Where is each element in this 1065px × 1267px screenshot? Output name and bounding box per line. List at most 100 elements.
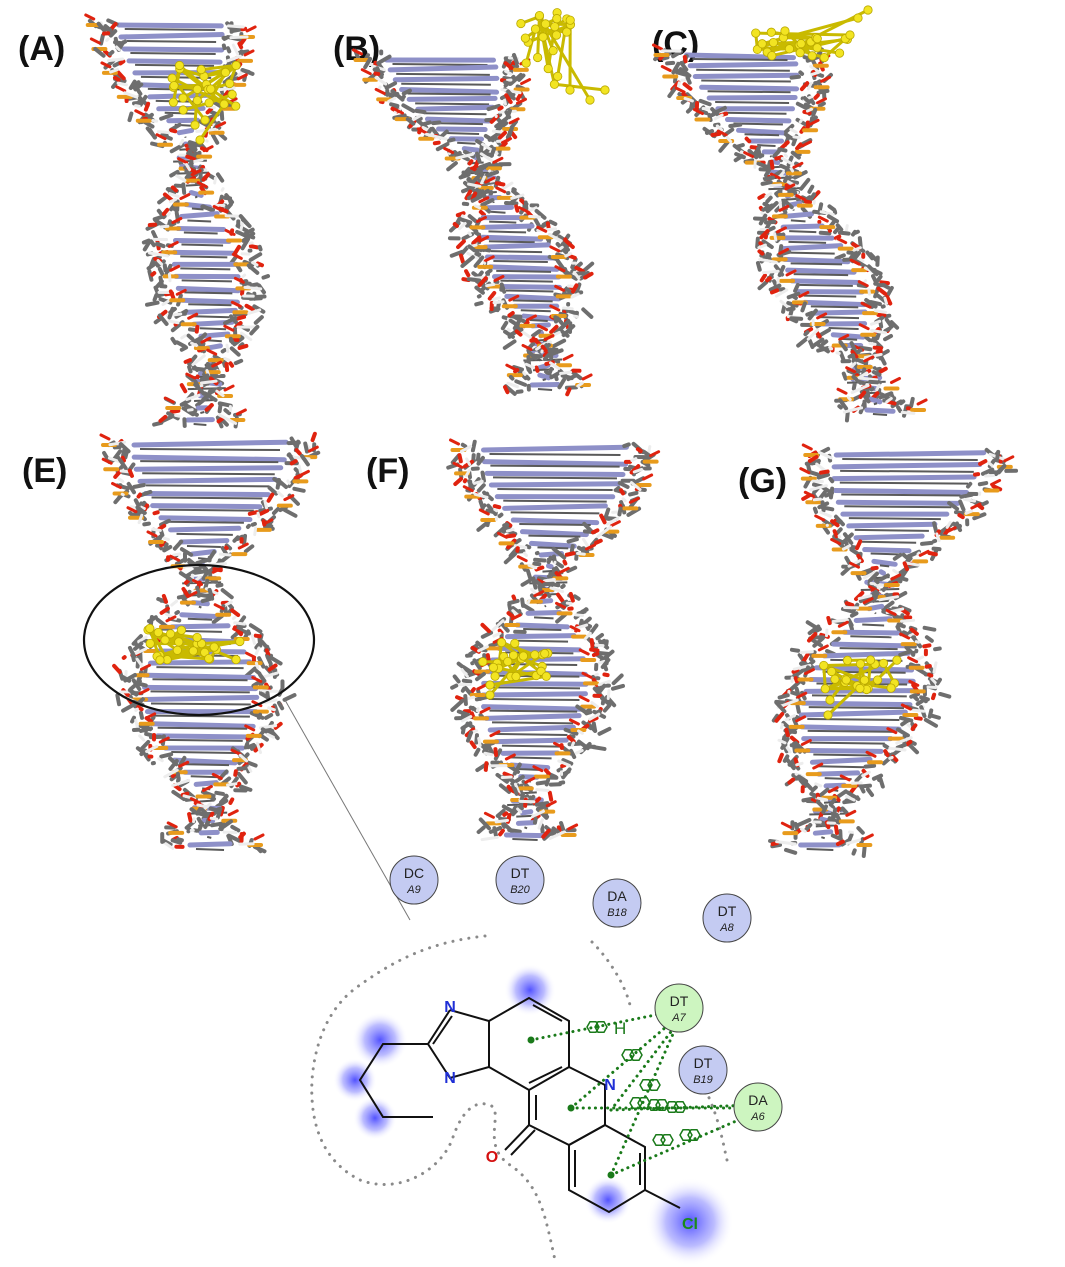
base-pair <box>810 309 868 316</box>
oxygen-bond <box>467 159 474 166</box>
backbone-bond <box>240 217 252 229</box>
base-edge <box>813 753 876 757</box>
base-pair <box>770 159 781 166</box>
phosphate-oxygen <box>206 348 218 356</box>
backbone-bond <box>171 789 186 801</box>
pocket-contour-top <box>590 940 632 1007</box>
oxygen-bond <box>931 692 937 701</box>
hydrogen <box>151 527 162 532</box>
oxygen-bond <box>826 615 832 626</box>
backbone-bond <box>553 231 559 237</box>
ligand-atom <box>176 625 187 635</box>
oxygen-bond <box>924 664 932 669</box>
residue-circle <box>654 983 704 1033</box>
hydrogen <box>809 64 819 73</box>
backbone-bond <box>548 219 558 227</box>
base-pair <box>699 84 800 92</box>
hydrogen <box>503 98 507 106</box>
ligand-g <box>819 655 902 720</box>
phosphate-oxygen <box>478 196 490 204</box>
backbone-bond <box>671 61 681 75</box>
backbone-bond <box>450 683 459 690</box>
oxygen-bond <box>228 361 235 368</box>
phosphate-oxygen <box>808 118 820 126</box>
oxygen-bond <box>113 469 123 479</box>
backbone-bond <box>236 627 252 636</box>
base-edge <box>819 316 860 320</box>
hydrogen <box>506 327 511 332</box>
backbone-bond <box>600 532 614 540</box>
pi-stack-icon <box>652 1134 674 1146</box>
base-edge <box>808 706 904 710</box>
backbone-bond <box>534 579 545 589</box>
backbone-bond <box>554 358 561 365</box>
oxygen-bond <box>483 761 489 772</box>
oxygen-bond <box>150 271 157 277</box>
base-pair <box>846 521 938 529</box>
base-edge <box>176 532 233 536</box>
oxygen-bond <box>253 633 262 639</box>
hydrogen <box>570 741 576 747</box>
hydrogen <box>780 156 794 166</box>
backbone-bond <box>883 326 892 333</box>
base-pair <box>514 622 570 630</box>
backbone-bond <box>488 826 503 834</box>
backbone-bond <box>507 602 513 616</box>
backbone-bond <box>805 462 812 475</box>
ligand-atom <box>855 683 865 693</box>
backbone-bond <box>249 282 260 288</box>
hydrogen <box>888 746 907 752</box>
hydrogen <box>809 484 828 492</box>
backbone-bond <box>169 143 185 154</box>
ligand-atom <box>478 657 488 667</box>
base-pair <box>519 529 589 538</box>
backbone-bond <box>233 358 244 366</box>
hydrogen <box>223 357 231 362</box>
backbone-bond <box>597 683 607 695</box>
hydrogen <box>878 595 900 602</box>
phosphate-oxygen <box>146 530 158 538</box>
backbone-bond <box>808 651 814 657</box>
backbone-bond <box>838 398 849 411</box>
backbone-bond <box>519 803 524 811</box>
backbone-bond <box>160 133 173 141</box>
hydrogen <box>467 182 482 188</box>
hydrogen <box>521 330 534 341</box>
hydrogen <box>522 551 529 558</box>
base-pair <box>862 547 912 554</box>
phosphate-oxygen <box>537 324 549 332</box>
backbone-bond <box>384 81 398 90</box>
backbone-bond <box>246 742 256 750</box>
hydrogen <box>873 309 888 314</box>
backbone-bond <box>521 602 535 613</box>
backbone-bond <box>781 735 787 744</box>
backbone-bond <box>187 354 198 366</box>
backbone-bond <box>185 172 194 181</box>
base-pair <box>831 461 983 470</box>
hydrogen <box>159 224 170 229</box>
oxygen-bond <box>541 828 551 839</box>
backbone-bond <box>472 658 482 671</box>
oxygen-bond <box>832 529 839 539</box>
oxygen-bond <box>204 403 214 412</box>
hydrogen <box>548 830 566 841</box>
hydrogen <box>629 481 642 492</box>
backbone-bond <box>265 654 273 666</box>
backbone-bond <box>138 726 154 733</box>
backbone-bond <box>849 611 859 618</box>
phosphate-oxygen <box>165 615 177 623</box>
base-pair <box>864 407 896 414</box>
base-edge <box>146 484 270 488</box>
phosphate-oxygen <box>493 275 505 283</box>
backbone-bond <box>225 46 232 54</box>
hydrogen <box>485 282 496 288</box>
oxygen-bond <box>502 811 509 817</box>
base-edge <box>153 714 250 718</box>
backbone-bond <box>201 389 214 402</box>
base-pair <box>488 481 622 488</box>
oxygen-bond <box>471 235 482 245</box>
backbone-bond <box>512 762 522 776</box>
oxygen-bond <box>991 484 1003 492</box>
backbone-bond <box>446 161 458 172</box>
hydrogen <box>835 351 841 355</box>
